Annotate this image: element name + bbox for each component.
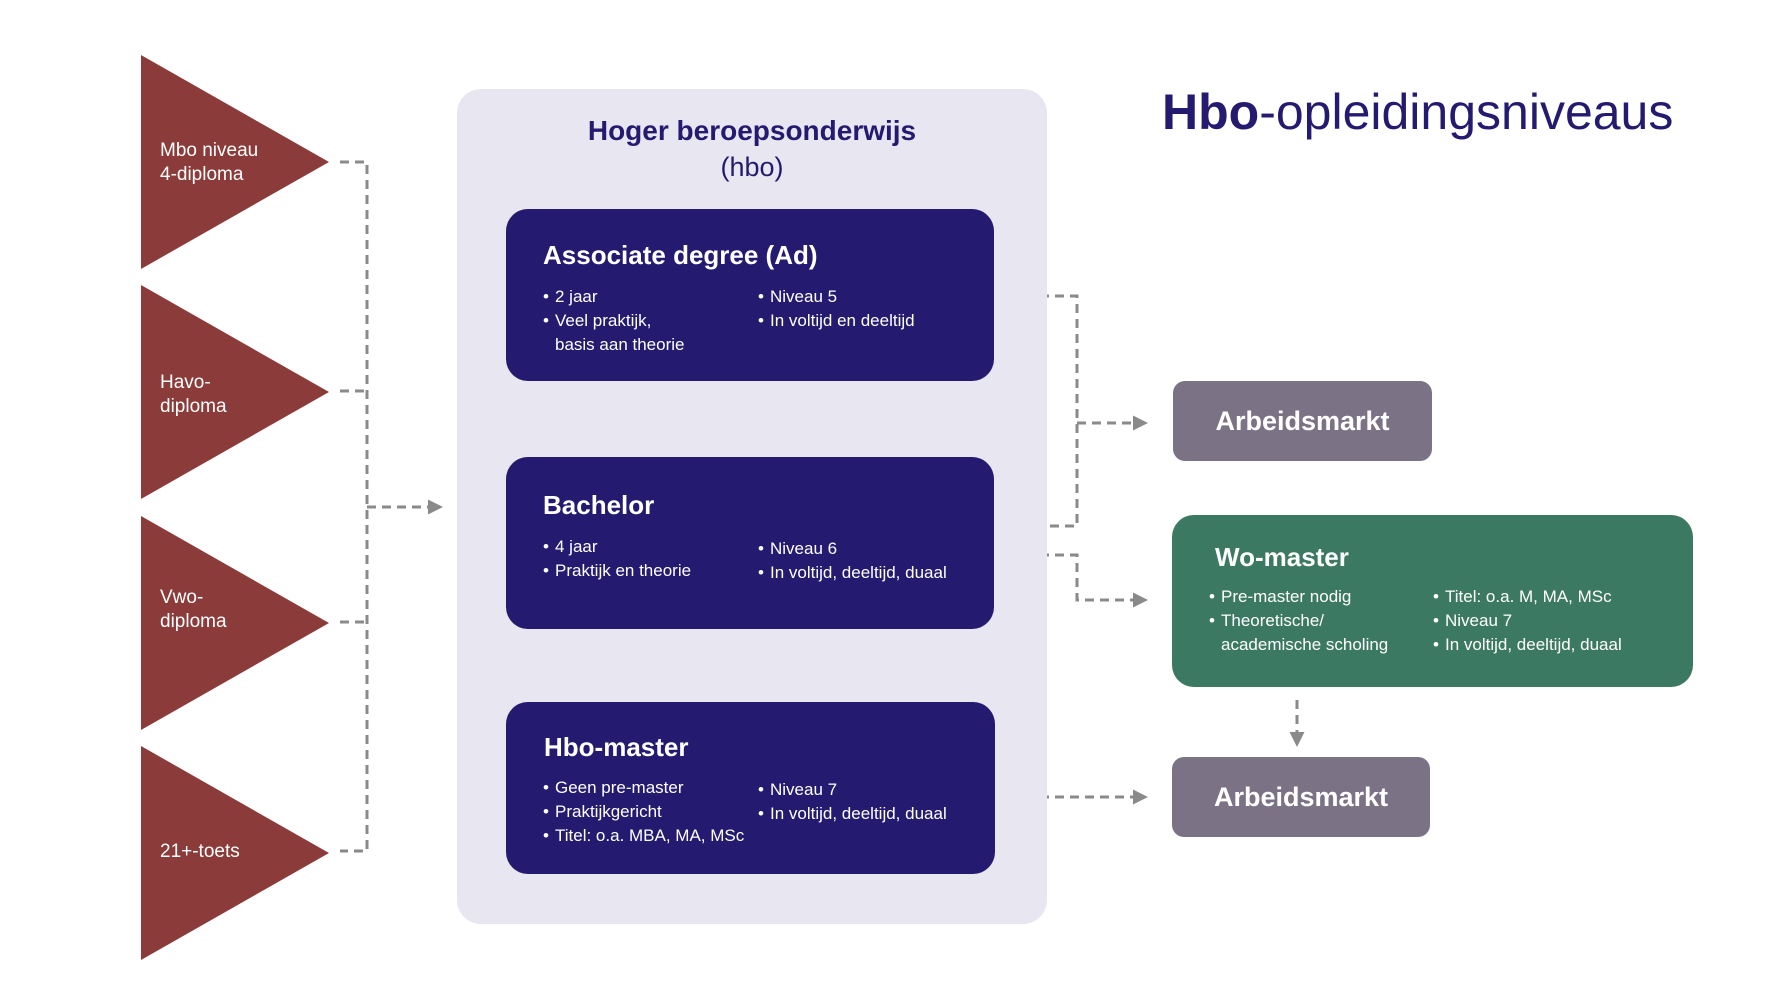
bullet-item: Pre-master nodig [1209, 585, 1424, 609]
entry-label: Vwo- diploma [160, 587, 227, 632]
program-bullets-left: Geen pre-master Praktijkgericht Titel: o… [543, 776, 758, 848]
entry-21plus: 21+-toets [141, 746, 329, 960]
program-hbo-master: Hbo-master Geen pre-master Praktijkgeric… [506, 702, 995, 874]
triangle-shape [141, 55, 329, 269]
triangle-shape [141, 285, 329, 499]
bullet-item: Veel praktijk, basis aan theorie [543, 309, 753, 357]
program-associate-degree: Associate degree (Ad) 2 jaar Veel prakti… [506, 209, 994, 381]
bullet-item: In voltijd, deeltijd, duaal [758, 802, 988, 826]
program-title: Hbo-master [544, 732, 689, 762]
wo-master-bullets-left: Pre-master nodig Theoretische/ academisc… [1209, 585, 1424, 657]
entry-label: 21+-toets [160, 841, 240, 862]
bullet-item: Niveau 7 [758, 778, 988, 802]
bullet-item: Niveau 7 [1433, 609, 1683, 633]
bullet-item: 2 jaar [543, 285, 753, 309]
program-bachelor: Bachelor 4 jaar Praktijk en theorie Nive… [506, 457, 994, 629]
program-bullets-right: Niveau 6 In voltijd, deeltijd, duaal [758, 537, 988, 585]
hbo-subheading: (hbo) [720, 152, 784, 182]
bullet-item: In voltijd en deeltijd [758, 309, 988, 333]
page-title-rest: -opleidingsniveaus [1259, 84, 1674, 140]
page-title-bold: Hbo [1162, 84, 1260, 140]
arbeidsmarkt-label: Arbeidsmarkt [1213, 781, 1389, 812]
bullet-item: Niveau 6 [758, 537, 988, 561]
bullet-item: Theoretische/ academische scholing [1209, 609, 1424, 657]
bullet-item: Praktijk en theorie [543, 559, 753, 583]
bullet-item: In voltijd, deeltijd, duaal [758, 561, 988, 585]
bullet-item: Niveau 5 [758, 285, 988, 309]
wo-master-bullets-right: Titel: o.a. M, MA, MSc Niveau 7 In volti… [1433, 585, 1683, 657]
entry-vwo: Vwo- diploma [141, 516, 329, 730]
program-bullets-right: Niveau 7 In voltijd, deeltijd, duaal [758, 778, 988, 826]
wo-master: Wo-master Pre-master nodig Theoretische/… [1172, 515, 1693, 687]
hbo-heading: Hoger beroepsonderwijs [587, 115, 917, 146]
wo-master-title: Wo-master [1215, 542, 1349, 572]
entry-label: Mbo niveau 4-diploma [160, 140, 259, 185]
bullet-item: Geen pre-master [543, 776, 758, 800]
connector-entries-spine [340, 160, 369, 853]
bullet-item: In voltijd, deeltijd, duaal [1433, 633, 1683, 657]
program-title: Associate degree (Ad) [543, 240, 818, 270]
bullet-item: Praktijkgericht [543, 800, 758, 824]
program-bullets-left: 4 jaar Praktijk en theorie [543, 535, 753, 583]
entry-mbo: Mbo niveau 4-diploma [141, 55, 329, 269]
bullet-item: 4 jaar [543, 535, 753, 559]
arbeidsmarkt-label: Arbeidsmarkt [1215, 405, 1390, 436]
arbeidsmarkt-bottom: Arbeidsmarkt [1172, 757, 1430, 837]
program-bullets-left: 2 jaar Veel praktijk, basis aan theorie [543, 285, 753, 357]
bullet-item: Titel: o.a. M, MA, MSc [1433, 585, 1683, 609]
triangle-shape [141, 746, 329, 960]
arbeidsmarkt-top: Arbeidsmarkt [1173, 381, 1432, 461]
program-title: Bachelor [543, 490, 655, 520]
program-bullets-right: Niveau 5 In voltijd en deeltijd [758, 285, 988, 333]
page-title: Hbo-opleidingsniveaus [1162, 80, 1702, 144]
bullet-item: Titel: o.a. MBA, MA, MSc [543, 824, 758, 848]
entry-label: Havo- diploma [160, 372, 227, 417]
triangle-shape [141, 516, 329, 730]
entry-havo: Havo- diploma [141, 285, 329, 499]
